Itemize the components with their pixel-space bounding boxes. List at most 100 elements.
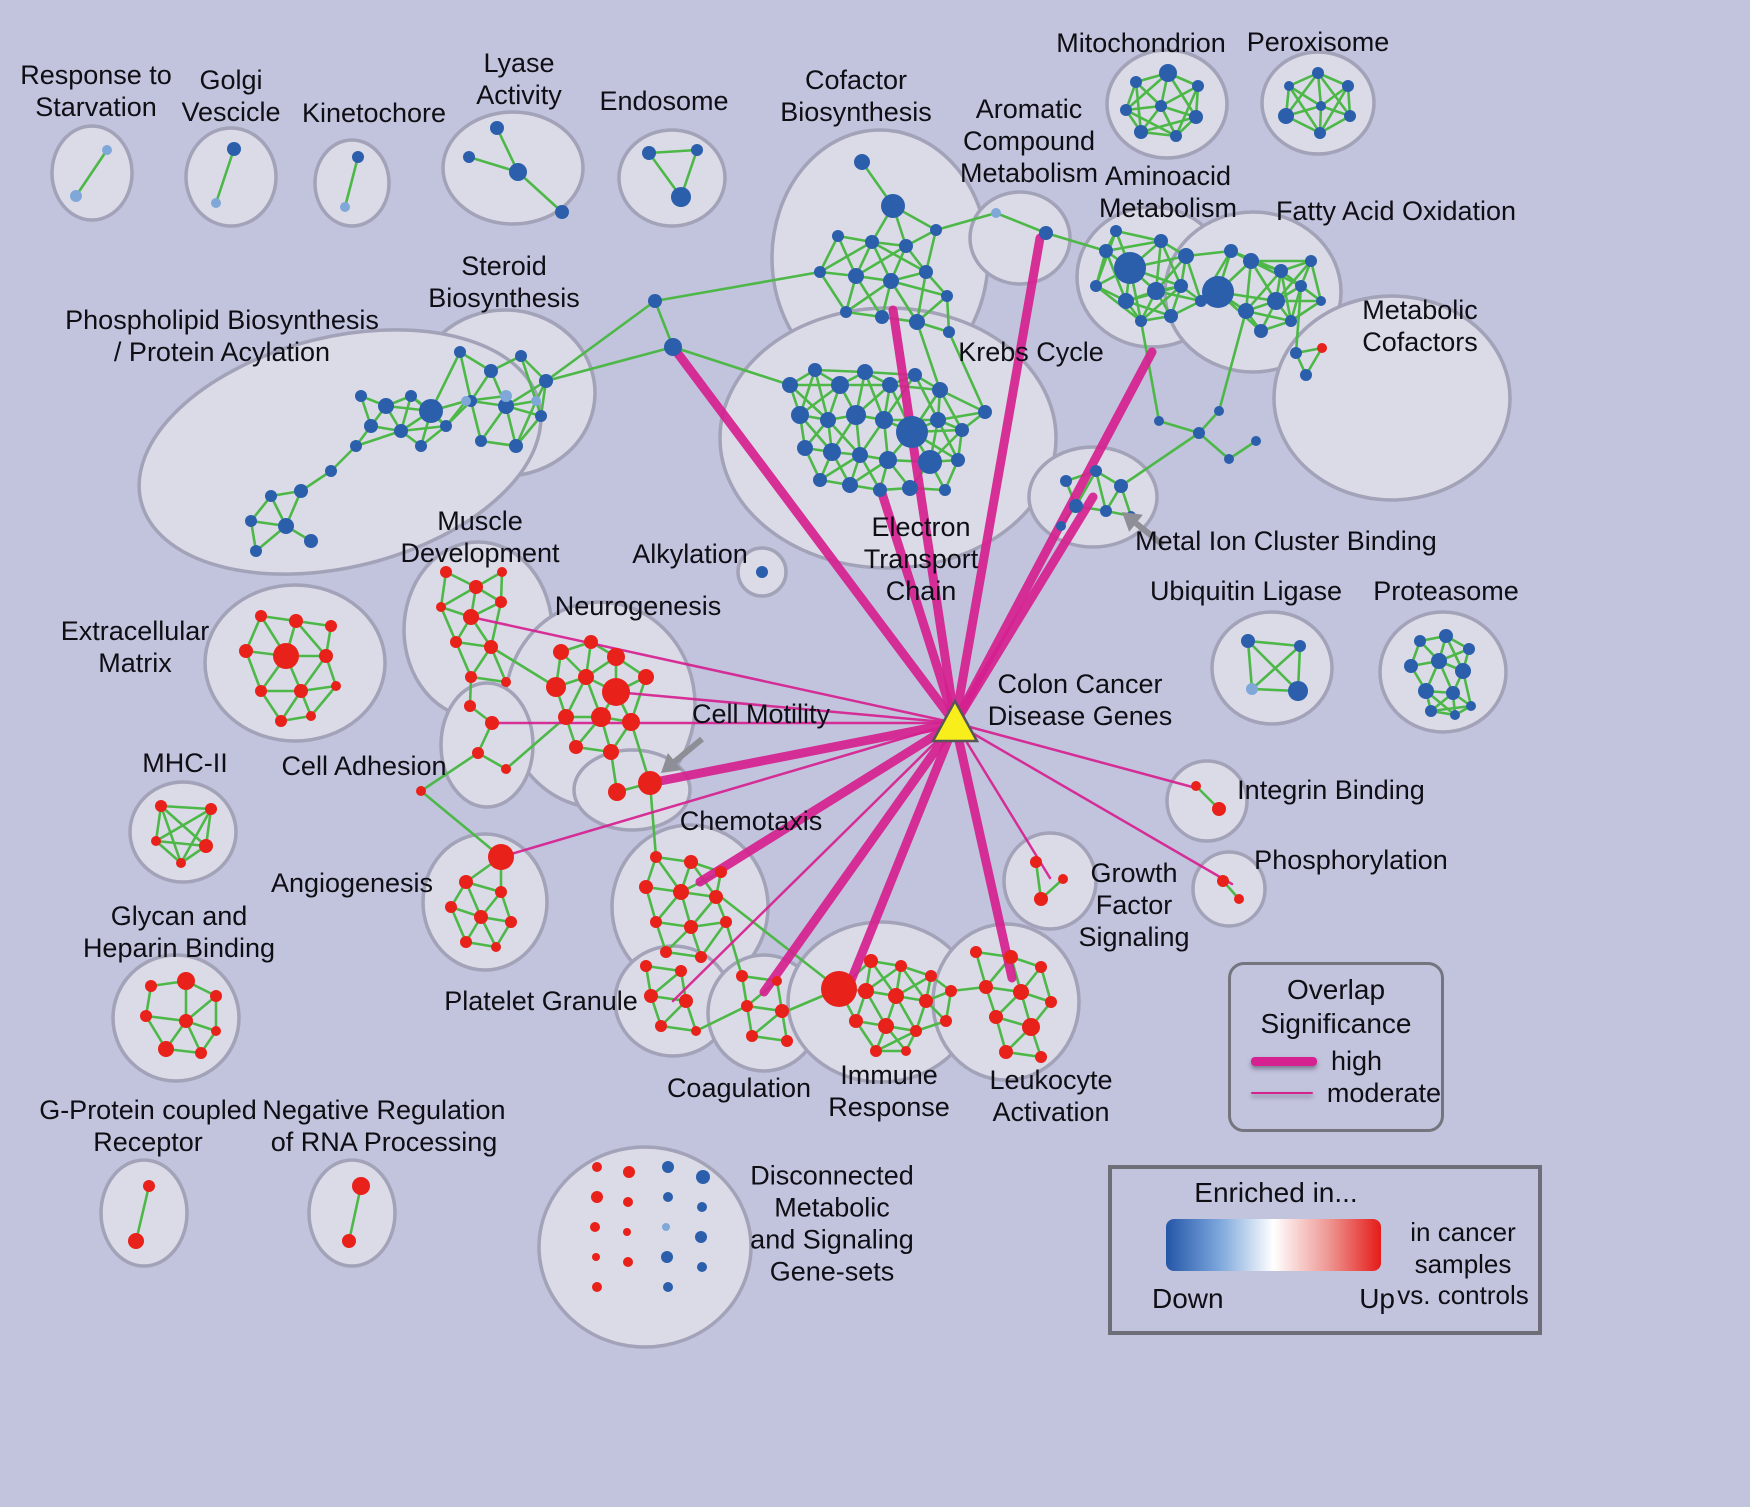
- gene-set-node: [691, 144, 703, 156]
- overlap-edge: [469, 400, 483, 442]
- gene-set-node: [273, 643, 299, 669]
- overlap-edge: [890, 279, 948, 298]
- gene-set-node: [671, 187, 691, 207]
- gene-set-node: [1100, 505, 1112, 517]
- overlap-edge: [1159, 240, 1183, 287]
- gene-set-node: [848, 268, 864, 284]
- gene-set-node: [1224, 244, 1238, 258]
- gene-set-node: [899, 239, 913, 253]
- gene-set-node: [1300, 369, 1312, 381]
- gene-set-node: [1243, 253, 1259, 269]
- gene-set-node: [831, 376, 849, 394]
- overlap-edge: [244, 650, 263, 692]
- significance-edge-high: [950, 347, 1157, 728]
- gene-set-node: [696, 1170, 710, 1184]
- gene-set-node: [941, 290, 953, 302]
- moderate-significance-label: moderate: [1326, 1077, 1441, 1108]
- gene-set-node: [919, 265, 933, 279]
- overlap-edge: [1158, 419, 1200, 435]
- gene-set-node: [1155, 100, 1167, 112]
- gene-set-node: [1404, 659, 1418, 673]
- gene-set-node: [775, 1004, 789, 1018]
- gene-set-node: [211, 198, 221, 208]
- gene-set-node: [1193, 427, 1205, 439]
- gene-set-node: [1120, 104, 1132, 116]
- gene-set-node: [1090, 465, 1102, 477]
- significance-edge-moderate: [469, 615, 957, 725]
- gene-set-node: [1446, 686, 1460, 700]
- overlap-edge: [420, 751, 479, 793]
- gene-set-node: [695, 951, 707, 963]
- bridge-edge: [947, 331, 987, 413]
- gene-set-node: [1035, 961, 1047, 973]
- gene-set-node: [578, 669, 594, 685]
- gene-set-node: [638, 771, 662, 795]
- gene-set-node: [623, 1228, 631, 1236]
- bridge-edge: [1139, 320, 1161, 422]
- gene-set-node: [591, 1191, 603, 1203]
- bridge-edge: [654, 270, 821, 303]
- gene-set-node: [128, 1233, 144, 1249]
- gene-set-node: [675, 965, 687, 977]
- bridge-edge: [420, 789, 502, 859]
- gene-set-node: [1238, 303, 1254, 319]
- gene-set-node: [1290, 347, 1302, 359]
- gene-set-node: [1466, 701, 1476, 711]
- bridge-edge: [1045, 231, 1107, 253]
- moderate-significance-line: [1251, 1091, 1313, 1095]
- gene-set-node: [623, 1166, 635, 1178]
- gene-set-node: [569, 740, 583, 754]
- overlap-edge: [449, 906, 468, 943]
- gene-set-node: [1463, 643, 1475, 655]
- gene-set-node: [999, 1045, 1013, 1059]
- gene-set-node: [275, 715, 287, 727]
- overlap-edge: [134, 1185, 151, 1242]
- overlap-edge: [1289, 285, 1303, 322]
- cluster-ellipse-cell-adhesion: [439, 681, 535, 809]
- gene-set-node: [1114, 479, 1128, 493]
- gene-set-node: [930, 412, 946, 428]
- gene-set-node: [331, 681, 341, 691]
- gene-set-node: [865, 235, 879, 249]
- gene-set-node: [515, 350, 527, 362]
- gene-set-node: [304, 534, 318, 548]
- gene-set-node: [808, 363, 822, 377]
- overlap-edge: [347, 1185, 363, 1242]
- gene-set-node: [440, 566, 452, 578]
- bridge-edge: [545, 299, 656, 383]
- gene-set-node: [531, 396, 541, 406]
- gene-set-node: [901, 1046, 911, 1056]
- cluster-ellipse-integrin-binding: [1165, 759, 1249, 843]
- gene-set-node: [1217, 875, 1229, 887]
- overlap-edge: [310, 685, 337, 717]
- gene-set-node: [772, 976, 782, 986]
- gene-set-node: [1224, 454, 1234, 464]
- gene-set-node: [821, 971, 857, 1007]
- gene-set-node: [1431, 653, 1447, 669]
- overlap-edge: [1039, 966, 1053, 1003]
- gene-set-node: [1418, 683, 1434, 699]
- gene-set-node: [289, 614, 303, 628]
- gene-set-node: [1191, 781, 1201, 791]
- gene-set-node: [896, 416, 928, 448]
- gene-set-node: [1135, 315, 1147, 327]
- gene-set-node: [501, 677, 511, 687]
- overlap-edge: [454, 641, 473, 678]
- overlap-edge: [295, 620, 327, 657]
- gene-set-node: [1004, 950, 1018, 964]
- gene-set-node: [463, 609, 479, 625]
- gene-set-node: [1170, 130, 1182, 142]
- gene-set-node: [158, 1041, 174, 1057]
- enriched-in-legend: Enriched in... Down Up in cancer samples…: [1108, 1165, 1542, 1335]
- gene-set-node: [875, 411, 893, 429]
- gene-set-node: [849, 1014, 863, 1028]
- gene-set-node: [797, 440, 813, 456]
- gene-set-node: [294, 684, 308, 698]
- gene-set-node: [895, 960, 907, 972]
- overlap-edge: [789, 384, 829, 421]
- gene-set-node: [1114, 252, 1146, 284]
- gene-set-node: [195, 1047, 207, 1059]
- gene-set-node: [879, 451, 897, 469]
- overlap-edge: [1430, 704, 1472, 713]
